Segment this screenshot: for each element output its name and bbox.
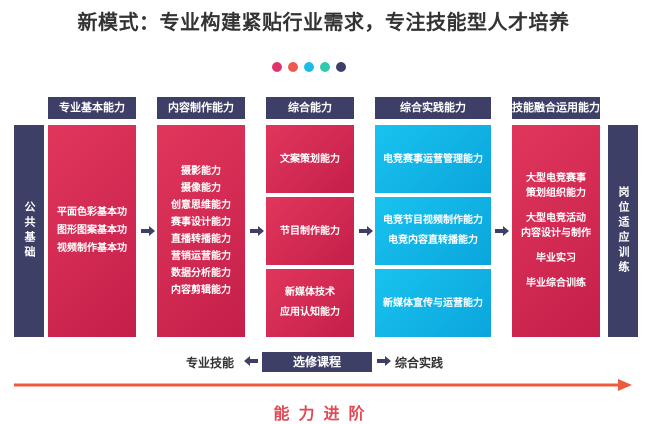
copywriting-box: 文案策划能力: [266, 125, 354, 193]
column-comprehensive-practice: 电竞赛事运营管理能力 电竞节目视频制作能力 电竞内容直转播能力 新媒体宣传与运营…: [375, 125, 491, 337]
skill-integration-box: 大型电竞赛事 策划组织能力 大型电竞活动 内容设计与制作 毕业实习 毕业综合训练: [512, 125, 600, 337]
skill-item: 数据分析能力: [171, 268, 231, 279]
ability-progression-label: 能力进阶: [273, 404, 374, 423]
skill-item: 策划组织能力: [526, 188, 586, 199]
skill-item: 视频制作基本功: [57, 243, 127, 254]
skill-item: 节目制作能力: [280, 225, 340, 237]
esports-video-box: 电竞节目视频制作能力 电竞内容直转播能力: [375, 197, 491, 265]
skill-item: 摄影能力: [181, 166, 221, 177]
column-comprehensive: 文案策划能力 节目制作能力 新媒体技术 应用认知能力: [266, 125, 354, 337]
column-professional-basic: 平面色彩基本功 图形图案基本功 视频制作基本功: [48, 125, 136, 337]
decorative-dots: [272, 62, 346, 72]
skill-item: 毕业实习: [536, 253, 576, 264]
comprehensive-practice-label: 综合实践: [395, 356, 444, 370]
dot-1: [272, 62, 282, 72]
skill-item: 文案策划能力: [280, 153, 340, 165]
arrow-right-icon: [495, 226, 509, 236]
skill-item: 内容剪辑能力: [171, 285, 231, 296]
arrow-left-icon: [244, 356, 258, 366]
skill-item: 创意思维能力: [171, 200, 231, 211]
skill-item: 应用认知能力: [280, 307, 340, 318]
skill-item: 大型电竞赛事: [526, 173, 586, 184]
arrow-right-icon: [250, 226, 264, 236]
column-skill-integration: 大型电竞赛事 策划组织能力 大型电竞活动 内容设计与制作 毕业实习 毕业综合训练: [512, 125, 600, 337]
dot-2: [288, 62, 298, 72]
arrow-right-icon: [141, 226, 155, 236]
dot-4: [320, 62, 330, 72]
content-production-box: 摄影能力 摄像能力 创意思维能力 赛事设计能力 直播转播能力 营销运营能力 数据…: [157, 125, 245, 337]
elective-course-box: 选修课程: [262, 352, 372, 372]
page-title: 新模式：专业构建紧贴行业需求，专注技能型人才培养: [77, 10, 570, 34]
dot-3: [304, 62, 314, 72]
skill-item: 营销运营能力: [171, 251, 231, 262]
column-content-production: 摄影能力 摄像能力 创意思维能力 赛事设计能力 直播转播能力 营销运营能力 数据…: [157, 125, 245, 337]
job-adaptation-box: 岗位适应训练: [608, 125, 638, 337]
header-professional-basic: 专业基本能力: [48, 97, 136, 119]
header-comprehensive-practice: 综合实践能力: [375, 97, 491, 119]
skill-item: 内容设计与制作: [521, 228, 591, 239]
arrow-right-icon: [377, 356, 391, 366]
skill-item: 新媒体宣传与运营能力: [383, 297, 483, 309]
program-production-box: 节目制作能力: [266, 197, 354, 265]
arrow-right-icon: [359, 226, 373, 236]
public-foundation-box: 公共基础: [14, 125, 44, 337]
new-media-promo-box: 新媒体宣传与运营能力: [375, 269, 491, 337]
skill-item: 新媒体技术: [285, 287, 335, 298]
skill-item: 摄像能力: [181, 183, 221, 194]
skill-item: 赛事设计能力: [171, 217, 231, 228]
skill-item: 图形图案基本功: [57, 225, 127, 236]
skill-item: 平面色彩基本功: [57, 207, 127, 218]
skill-item: 电竞节目视频制作能力: [383, 215, 483, 226]
progress-arrow-icon: [14, 376, 632, 391]
new-media-tech-box: 新媒体技术 应用认知能力: [266, 269, 354, 337]
skill-item: 直播转播能力: [171, 234, 231, 245]
dot-5: [336, 62, 346, 72]
header-content-production: 内容制作能力: [157, 97, 245, 119]
professional-basic-box: 平面色彩基本功 图形图案基本功 视频制作基本功: [48, 125, 136, 337]
professional-skill-label: 专业技能: [186, 356, 235, 370]
header-skill-integration: 技能融合运用能力: [512, 97, 600, 119]
skill-item: 电竞赛事运营管理能力: [383, 153, 483, 165]
esports-operation-box: 电竞赛事运营管理能力: [375, 125, 491, 193]
skill-item: 电竞内容直转播能力: [388, 235, 478, 246]
skill-item: 大型电竞活动: [526, 213, 586, 224]
skill-item: 毕业综合训练: [526, 278, 586, 289]
header-comprehensive: 综合能力: [266, 97, 354, 119]
